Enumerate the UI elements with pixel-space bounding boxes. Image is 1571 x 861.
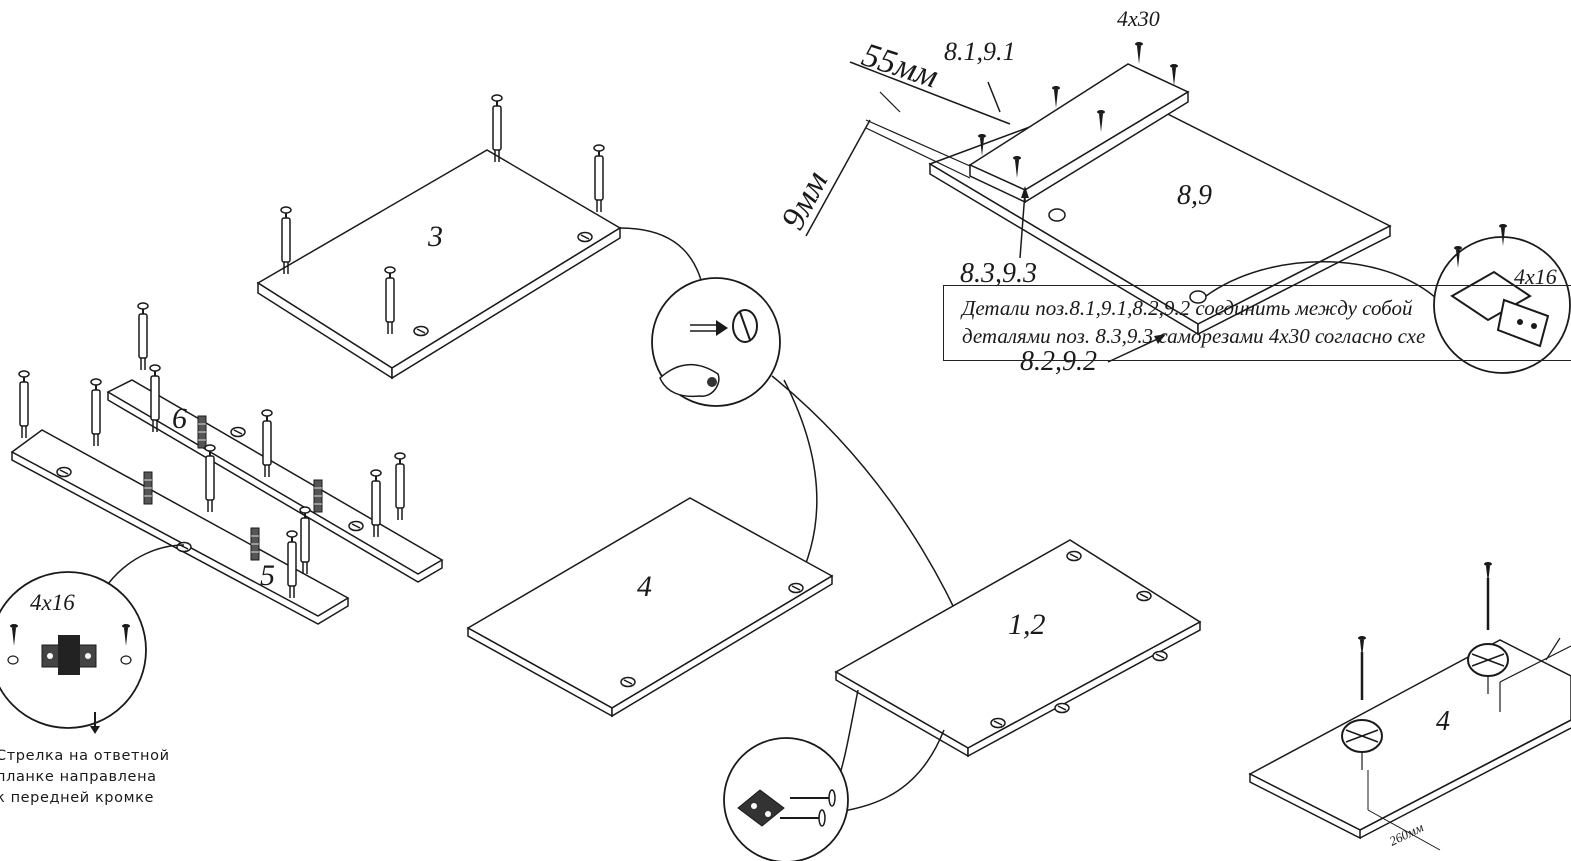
panel-1-2 bbox=[834, 539, 1202, 758]
hand-note-line-3: к передней кромке bbox=[0, 790, 155, 806]
dim-55mm-label: 55мм bbox=[858, 36, 943, 95]
furniture-foot-left bbox=[1341, 636, 1383, 770]
panel-4-right bbox=[1248, 637, 1571, 851]
part-8-9-label: 8,9 bbox=[1177, 180, 1212, 211]
screw-4x30-label: 4x30 bbox=[1117, 6, 1160, 31]
center-detail-circle bbox=[619, 227, 998, 723]
panel-3 bbox=[256, 94, 622, 380]
right-detail-circle bbox=[1205, 224, 1571, 374]
panel-5 bbox=[10, 370, 350, 625]
hand-note-line-2: планке направлена bbox=[0, 769, 157, 785]
nail-icon bbox=[780, 789, 836, 827]
mounting-plate-icon bbox=[41, 635, 97, 675]
hand-note-line-1: Стрелка на ответной bbox=[0, 748, 170, 764]
part-3-label: 3 bbox=[427, 220, 443, 253]
hinge-plate-icon bbox=[737, 789, 785, 827]
assembly-note: Детали поз.8.1,9.1,8.2,9.2 соединить меж… bbox=[943, 285, 1571, 361]
screw-4x16-right-label: 4x16 bbox=[1514, 264, 1557, 289]
furniture-foot-right bbox=[1467, 562, 1509, 694]
ref-8-2-9-2-label: 8.2,9.2 bbox=[1020, 346, 1097, 377]
note-line-2: деталями поз. 8.3,9.3 саморезами 4х30 со… bbox=[962, 324, 1426, 348]
screw-4x16-left-label: 4x16 bbox=[30, 590, 75, 615]
part-5-label: 5 bbox=[260, 559, 275, 592]
part-1-2-label: 1,2 bbox=[1008, 608, 1046, 641]
panel-4 bbox=[466, 497, 834, 718]
part-4-label: 4 bbox=[637, 570, 652, 603]
left-detail-circle bbox=[0, 544, 185, 734]
cam-lock-icon bbox=[659, 309, 758, 398]
hinge-icon bbox=[1450, 270, 1550, 348]
ref-8-3-9-3-label: 8.3,9.3 bbox=[960, 258, 1037, 289]
part-6-label: 6 bbox=[172, 402, 187, 435]
panel-6 bbox=[106, 302, 444, 583]
strike-plate-note: Стрелка на ответной планке направлена к … bbox=[0, 746, 170, 809]
bottom-detail-circle bbox=[723, 689, 945, 861]
note-line-1: Детали поз.8.1,9.1,8.2,9.2 соединить меж… bbox=[962, 296, 1413, 320]
panel-8-9 bbox=[928, 42, 1392, 336]
ref-8-1-9-1-label: 8.1,9.1 bbox=[944, 37, 1016, 66]
part-4-right-label: 4 bbox=[1436, 706, 1450, 737]
